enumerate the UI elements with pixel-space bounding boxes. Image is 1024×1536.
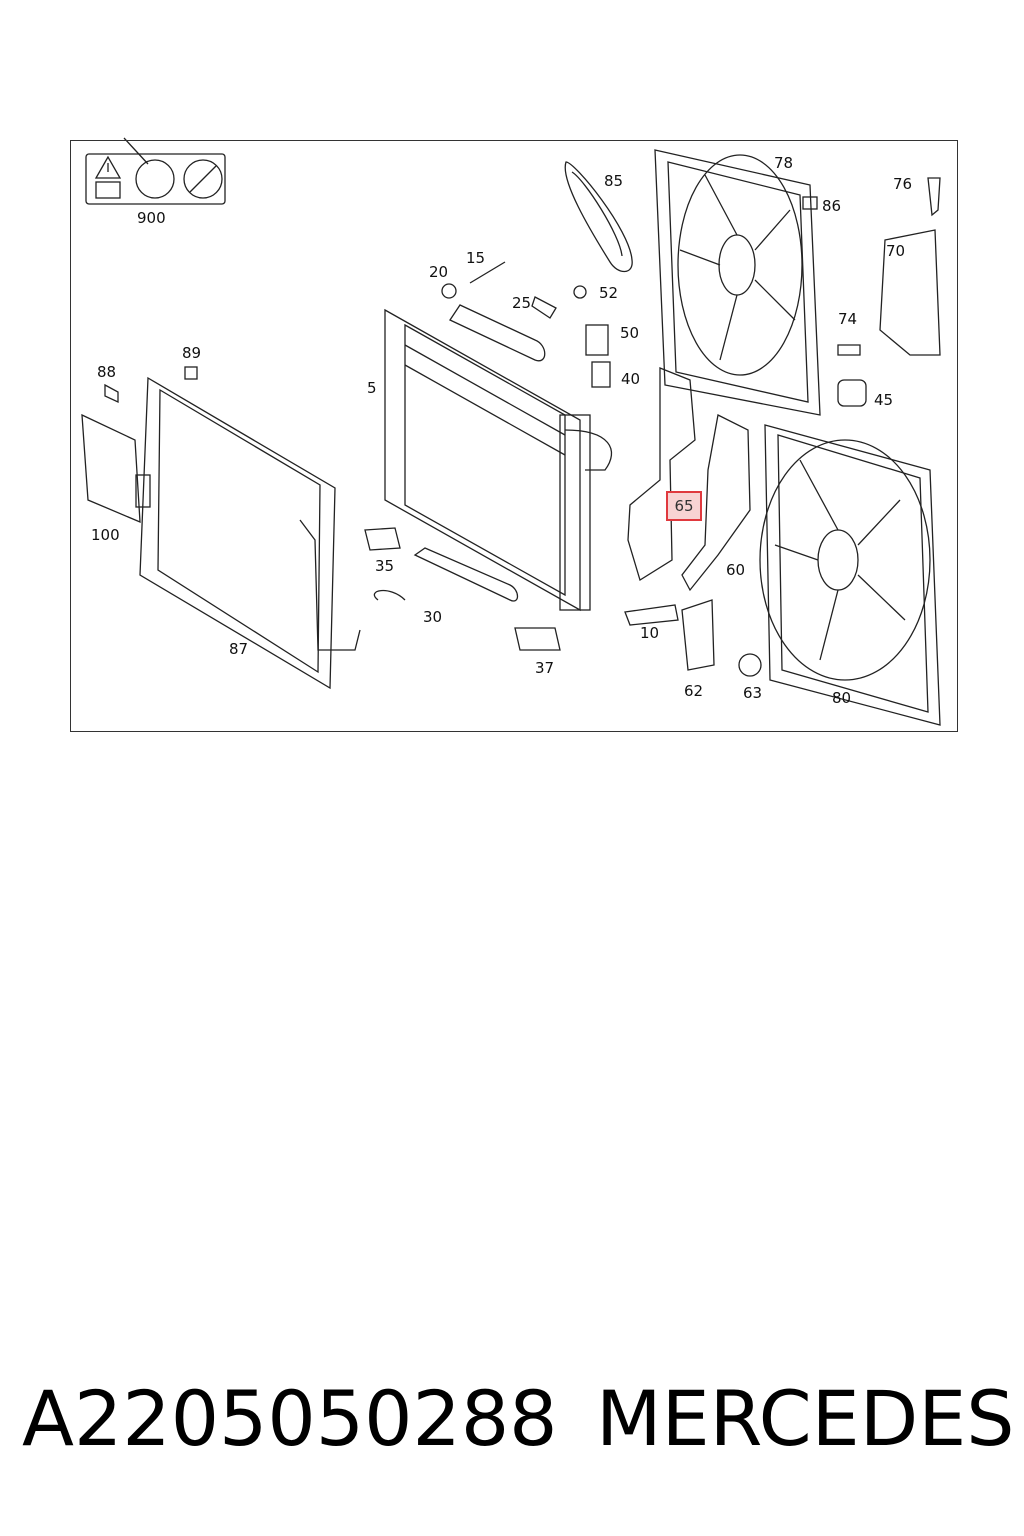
callout-86[interactable]: 86 — [822, 197, 842, 215]
callout-70[interactable]: 70 — [886, 242, 906, 260]
callout-10[interactable]: 10 — [640, 624, 660, 642]
callout-85[interactable]: 85 — [604, 172, 624, 190]
upper-fan-part — [654, 149, 821, 416]
callout-30[interactable]: 30 — [423, 608, 443, 626]
warning-sticker-icon — [85, 137, 226, 205]
callout-74[interactable]: 74 — [838, 310, 858, 328]
lower-fan-part — [759, 424, 941, 726]
callout-50[interactable]: 50 — [620, 324, 640, 342]
callout-63[interactable]: 63 — [743, 684, 763, 702]
diagram-frame — [70, 140, 958, 732]
callout-88[interactable]: 88 — [97, 363, 117, 381]
callout-62[interactable]: 62 — [684, 682, 704, 700]
callout-80[interactable]: 80 — [832, 689, 852, 707]
callout-78[interactable]: 78 — [774, 154, 794, 172]
shroud-part — [627, 367, 751, 592]
callout-35[interactable]: 35 — [375, 557, 395, 575]
condenser-part — [139, 376, 361, 690]
callout-60[interactable]: 60 — [726, 561, 746, 579]
callout-52[interactable]: 52 — [599, 284, 619, 302]
callout-37[interactable]: 37 — [535, 659, 555, 677]
callout-900[interactable]: 900 — [137, 209, 166, 227]
callout-76[interactable]: 76 — [893, 175, 913, 193]
callout-87[interactable]: 87 — [229, 640, 249, 658]
callout-40[interactable]: 40 — [621, 370, 641, 388]
callout-65-highlighted[interactable]: 65 — [666, 491, 702, 521]
belt-part — [564, 161, 633, 273]
callout-20[interactable]: 20 — [429, 263, 449, 281]
hoses-part — [373, 261, 546, 602]
part-number-text: A2205050288 — [22, 1374, 558, 1463]
callout-89[interactable]: 89 — [182, 344, 202, 362]
radiator-part — [384, 308, 613, 612]
callout-25[interactable]: 25 — [512, 294, 532, 312]
small-parts — [104, 177, 941, 677]
callout-15[interactable]: 15 — [466, 249, 486, 267]
callout-5[interactable]: 5 — [367, 379, 377, 397]
callout-100[interactable]: 100 — [91, 526, 120, 544]
brand-text: MERCEDES — [596, 1374, 1015, 1463]
callout-45[interactable]: 45 — [874, 391, 894, 409]
bracket-part — [81, 413, 151, 524]
